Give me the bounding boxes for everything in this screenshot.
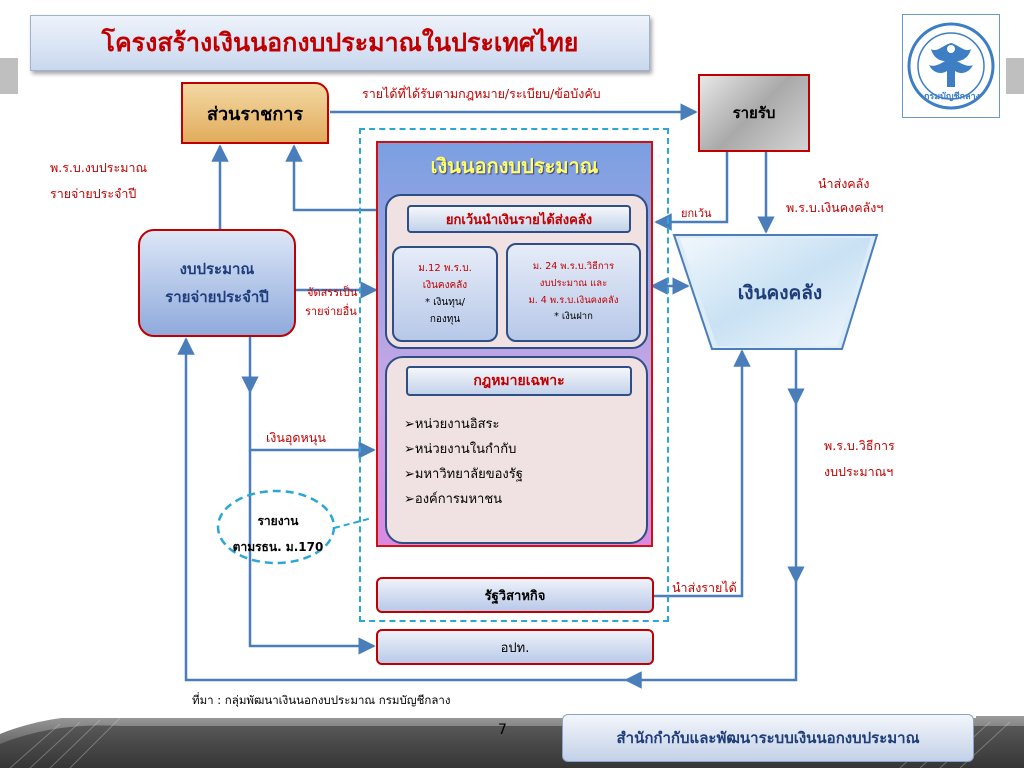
list-item: ➢หน่วยงานในกำกับ xyxy=(404,442,517,457)
page-number: 7 xyxy=(498,722,507,738)
off-budget-dashed-frame xyxy=(359,128,669,622)
income-box: รายรับ xyxy=(698,74,810,152)
list-item: ➢หน่วยงานอิสระ xyxy=(404,417,500,432)
annual-budget-box: งบประมาณ รายจ่ายประจำปี xyxy=(138,229,296,337)
list-item: ➢องค์การมหาชน xyxy=(404,492,503,507)
procedure-label-2: งบประมาณฯ xyxy=(824,464,894,479)
allocate-label-2: รายจ่ายอื่น xyxy=(305,305,357,318)
remit-label-1: นำส่งคลัง xyxy=(818,176,870,191)
special-law-label: กฎหมายเฉพาะ xyxy=(406,366,632,396)
budget-act-label-2: รายจ่ายประจำปี xyxy=(50,186,137,201)
exempt-label: ยกเว้นนำเงินรายได้ส่งคลัง xyxy=(407,205,631,233)
procedure-label-1: พ.ร.บ.วิธีการ xyxy=(824,438,895,453)
report-label-2: ตามรธน. ม.170 xyxy=(232,540,324,554)
budget-line-1: งบประมาณ xyxy=(179,259,255,278)
m12-line-2: เงินคงคลัง xyxy=(422,280,468,291)
allocate-label-1: จัดสรรเป็น xyxy=(307,286,358,299)
budget-act-label-1: พ.ร.บ.งบประมาณ xyxy=(50,160,148,175)
garuda-seal-icon xyxy=(907,22,995,110)
list-item: ➢มหาวิทยาลัยของรัฐ xyxy=(404,467,523,482)
subsidy-label: เงินอุดหนุน xyxy=(266,430,326,445)
treasury-label: เงินคงคลัง xyxy=(737,282,823,304)
remit-label-2: พ.ร.บ.เงินคงคลังฯ xyxy=(786,200,884,215)
logo-text: กรมบัญชีกลาง xyxy=(923,92,981,102)
office-name-box: สำนักกำกับและพัฒนาระบบเงินนอกงบประมาณ xyxy=(562,714,974,762)
m12-line-3: * เงินทุน/ xyxy=(424,297,466,308)
state-enterprise-box: รัฐวิสาหกิจ xyxy=(376,577,654,613)
report-label-1: รายงาน xyxy=(257,514,299,528)
left-deco-tab xyxy=(0,58,18,94)
local-government-box: อปท. xyxy=(376,629,654,665)
m24-line-4: * เงินฝาก xyxy=(554,311,593,323)
off-budget-title: เงินนอกงบประมาณ xyxy=(430,154,599,178)
agency-list: ➢หน่วยงานอิสระ ➢หน่วยงานในกำกับ ➢มหาวิทย… xyxy=(404,412,634,512)
budget-line-2: รายจ่ายประจำปี xyxy=(165,288,269,306)
legal-income-label: รายได้ที่ได้รับตามกฎหมาย/ระเบียบ/ข้อบังค… xyxy=(362,86,601,101)
report-label: รายงาน ตามรธน. ม.170 xyxy=(222,508,334,560)
source-note: ที่มา : กลุ่มพัฒนาเงินนอกงบประมาณ กรมบัญ… xyxy=(192,693,451,707)
exempt-arrow-label: ยกเว้น xyxy=(681,207,712,220)
m24-line-3: ม. 4 พ.ร.บ.เงินคงคลัง xyxy=(528,294,619,306)
department-logo: กรมบัญชีกลาง xyxy=(902,14,1000,118)
government-agency-box: ส่วนราชการ xyxy=(181,82,329,144)
m12-line-1: ม.12 พ.ร.บ. xyxy=(418,263,472,274)
m12-line-4: กองทุน xyxy=(429,314,461,325)
m24-line-2: งบประมาณ และ xyxy=(539,277,608,289)
page-title: โครงสร้างเงินนอกงบประมาณในประเทศไทย xyxy=(30,15,650,71)
section24-box: ม. 24 พ.ร.บ.วิธีการ งบประมาณ และ ม. 4 พ.… xyxy=(506,243,641,342)
right-deco-tab xyxy=(1006,58,1024,94)
section12-box: ม.12 พ.ร.บ. เงินคงคลัง * เงินทุน/ กองทุน xyxy=(392,246,498,342)
remit-income-label: นำส่งรายได้ xyxy=(672,580,737,595)
m24-line-1: ม. 24 พ.ร.บ.วิธีการ xyxy=(532,261,615,273)
